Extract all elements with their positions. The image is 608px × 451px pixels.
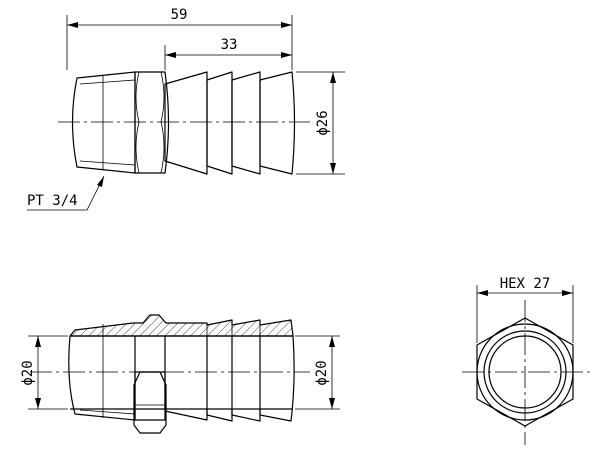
end-view: HEX 27 xyxy=(462,276,590,445)
section-barb-4 xyxy=(259,335,295,422)
thread-section xyxy=(71,71,136,174)
section-view: ϕ20 ϕ20 xyxy=(20,314,340,434)
top-view: 59 33 ϕ26 PT 3/4 xyxy=(27,7,345,211)
thread-spec-label: PT 3/4 xyxy=(27,193,78,209)
barb-3 xyxy=(231,71,261,175)
dim-barb-length: 33 xyxy=(221,37,238,53)
dim-barb-diameter: ϕ26 xyxy=(315,110,331,135)
dim-bore-left: ϕ20 xyxy=(20,360,36,385)
hex-inscribed-circle xyxy=(476,323,574,421)
section-barb-1 xyxy=(164,336,208,421)
barb-1 xyxy=(164,71,208,175)
inner-bore-circle xyxy=(488,335,562,409)
barb-4 xyxy=(259,71,296,175)
section-hex-flat xyxy=(133,371,167,434)
thread-leader xyxy=(27,175,105,211)
section-hatch xyxy=(70,315,293,336)
dim-hex-size: HEX 27 xyxy=(500,276,551,292)
section-barb-2 xyxy=(206,336,233,422)
outer-bore-circle xyxy=(483,330,567,414)
section-wall xyxy=(69,314,294,337)
section-thread-lower xyxy=(68,335,136,421)
section-hex-lower xyxy=(134,371,166,421)
dim-bore-right: ϕ20 xyxy=(314,360,330,385)
barb-2 xyxy=(206,71,233,175)
hex-nut xyxy=(134,71,170,174)
hex-outline xyxy=(476,317,574,427)
dim-overall-length: 59 xyxy=(171,7,188,23)
section-barb-3 xyxy=(231,336,261,422)
